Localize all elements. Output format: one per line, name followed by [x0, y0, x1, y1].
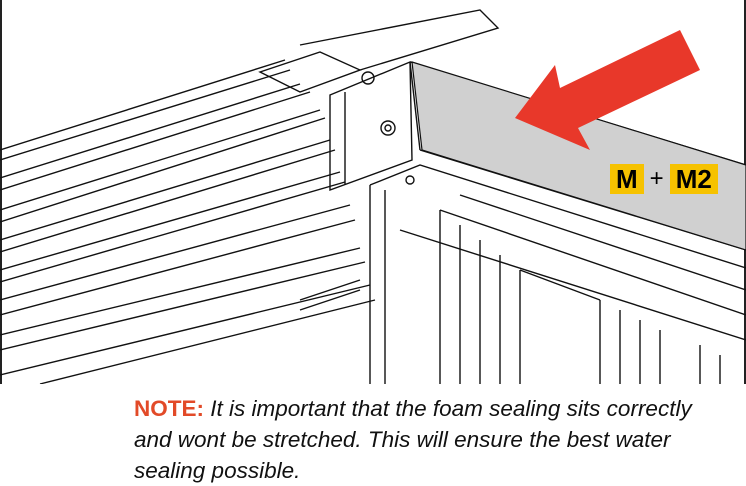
- foam-sealing: [411, 61, 746, 251]
- part-labels: M + M2: [610, 164, 718, 194]
- direction-arrow-icon: [515, 30, 700, 150]
- part-m-badge: M: [610, 164, 644, 194]
- part-m2-badge: M2: [669, 164, 718, 194]
- note-panel: [0, 384, 746, 459]
- note-text: NOTE: It is important that the foam seal…: [134, 393, 734, 486]
- assembly-illustration: [0, 9, 746, 385]
- note-body: It is important that the foam sealing si…: [134, 396, 692, 483]
- plus-sign: +: [649, 165, 664, 192]
- note-label: NOTE:: [134, 396, 204, 421]
